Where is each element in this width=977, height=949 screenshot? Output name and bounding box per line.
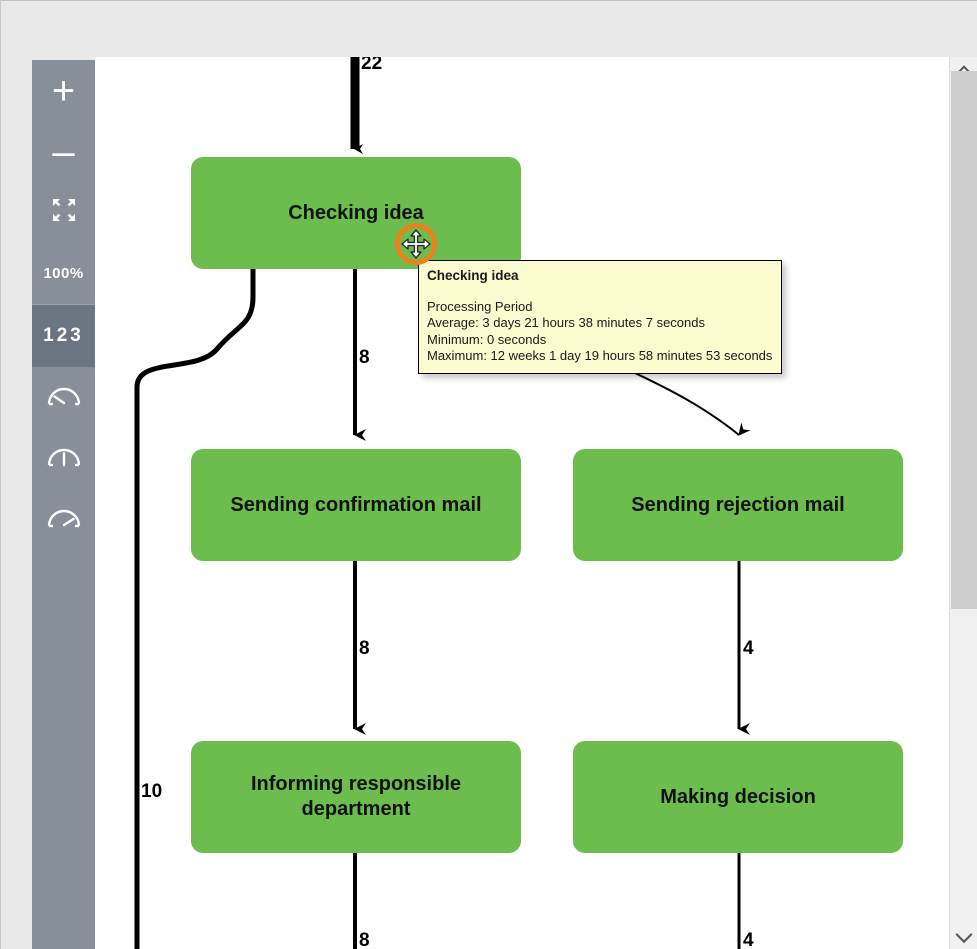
gauge-min-button[interactable] (32, 367, 95, 428)
edge-label-checking-confirmation: 8 (359, 347, 370, 368)
diagram-toolbar: + – 100% 123 (32, 60, 95, 949)
node-label: Checking idea (288, 201, 424, 224)
zoom-percent-label: 100% (43, 265, 84, 282)
node-label: Sending confirmation mail (230, 493, 482, 516)
diagram-canvas[interactable]: Checking idea Sending confirmation mail … (95, 57, 949, 949)
page-top-border (0, 0, 977, 1)
edge-label-informing-out: 8 (359, 930, 370, 949)
zoom-out-button[interactable]: – (32, 121, 95, 182)
zoom-level-button[interactable]: 100% (32, 243, 95, 304)
edge-label-rejection-decision: 4 (743, 638, 754, 659)
chevron-down-icon (955, 925, 972, 943)
gauge-right-icon (46, 504, 82, 535)
plus-icon: + (51, 68, 76, 113)
edge-label-decision-out: 4 (743, 930, 754, 949)
minus-icon: – (52, 129, 75, 174)
node-label: Informing responsible department (250, 773, 462, 820)
gauge-average-button[interactable] (32, 428, 95, 489)
node-checking-idea[interactable]: Checking idea (191, 157, 521, 269)
scrollbar-thumb[interactable] (951, 71, 977, 609)
cursor-highlight-ring (395, 223, 437, 265)
tooltip-title: Checking idea (427, 268, 519, 283)
tooltip-minimum: Minimum: 0 seconds (427, 331, 547, 347)
gauge-left-icon (46, 382, 82, 413)
node-tooltip: Checking idea Processing Period Average:… (418, 260, 782, 374)
node-making-decision[interactable]: Making decision (573, 741, 903, 853)
gauge-up-icon (46, 443, 82, 474)
zoom-in-button[interactable]: + (32, 60, 95, 121)
page-left-border (0, 0, 1, 949)
tooltip-maximum: Maximum: 12 weeks 1 day 19 hours 58 minu… (427, 348, 773, 363)
edge-label-incoming-checking: 22 (361, 57, 383, 74)
node-label: Making decision (660, 785, 816, 808)
edge-checking-loopback (134, 269, 256, 949)
node-informing-responsible-department[interactable]: Informing responsible department (191, 741, 521, 853)
node-label: Sending rejection mail (631, 493, 845, 516)
edge-label-checking-loopback: 10 (141, 781, 163, 802)
scroll-down-button[interactable] (950, 922, 977, 949)
gauge-max-button[interactable] (32, 489, 95, 550)
edge-label-confirmation-informing: 8 (359, 638, 370, 659)
vertical-scrollbar[interactable] (949, 57, 977, 949)
fit-to-screen-button[interactable] (32, 182, 95, 243)
numbers-icon: 123 (43, 325, 84, 346)
node-sending-rejection-mail[interactable]: Sending rejection mail (573, 449, 903, 561)
tooltip-average: Average: 3 days 21 hours 38 minutes 7 se… (427, 315, 705, 330)
node-sending-confirmation-mail[interactable]: Sending confirmation mail (191, 449, 521, 561)
show-counts-button[interactable]: 123 (32, 305, 95, 367)
toolbar-divider (32, 304, 95, 305)
fit-screen-icon (51, 197, 77, 228)
tooltip-section-label: Processing Period (427, 298, 533, 314)
move-cursor-icon (401, 229, 431, 259)
